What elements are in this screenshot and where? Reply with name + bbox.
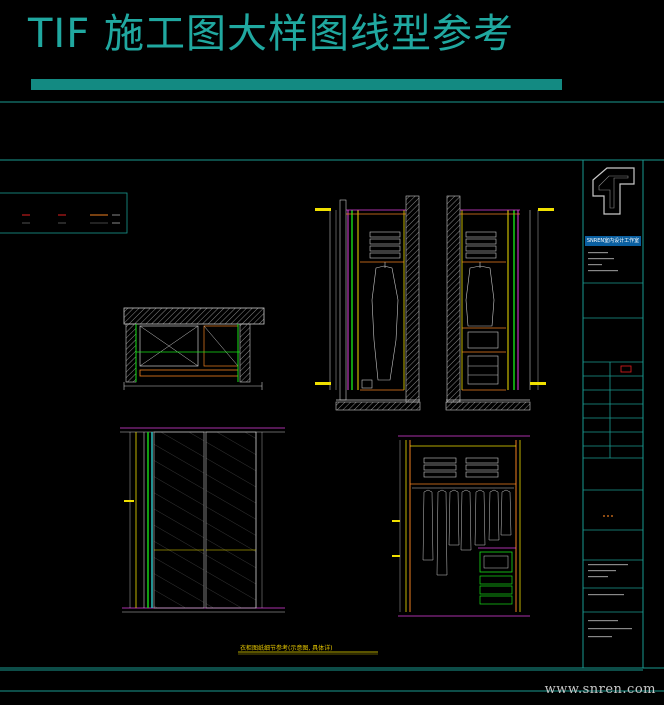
drawing-frame [0,101,664,692]
wardrobe-front-elevation [120,427,285,613]
wardrobe-section-a [315,195,421,411]
wardrobe-interior-elevation [392,435,530,617]
title-block [582,159,644,669]
drawing-caption: 衣柜图纸细节参考(示意图, 具体详) [240,645,333,652]
title-underline-bar [31,79,562,90]
title-block-company-name: SNREN室内设计工作室 [585,236,641,246]
wardrobe-section-b [445,195,554,411]
watermark: www.snren.com [544,682,656,697]
company-logo-icon [592,167,635,215]
page-title: TIF 施工图大样图线型参考 [28,11,514,57]
line-type-legend [0,192,128,234]
wardrobe-plan-view [123,307,265,390]
